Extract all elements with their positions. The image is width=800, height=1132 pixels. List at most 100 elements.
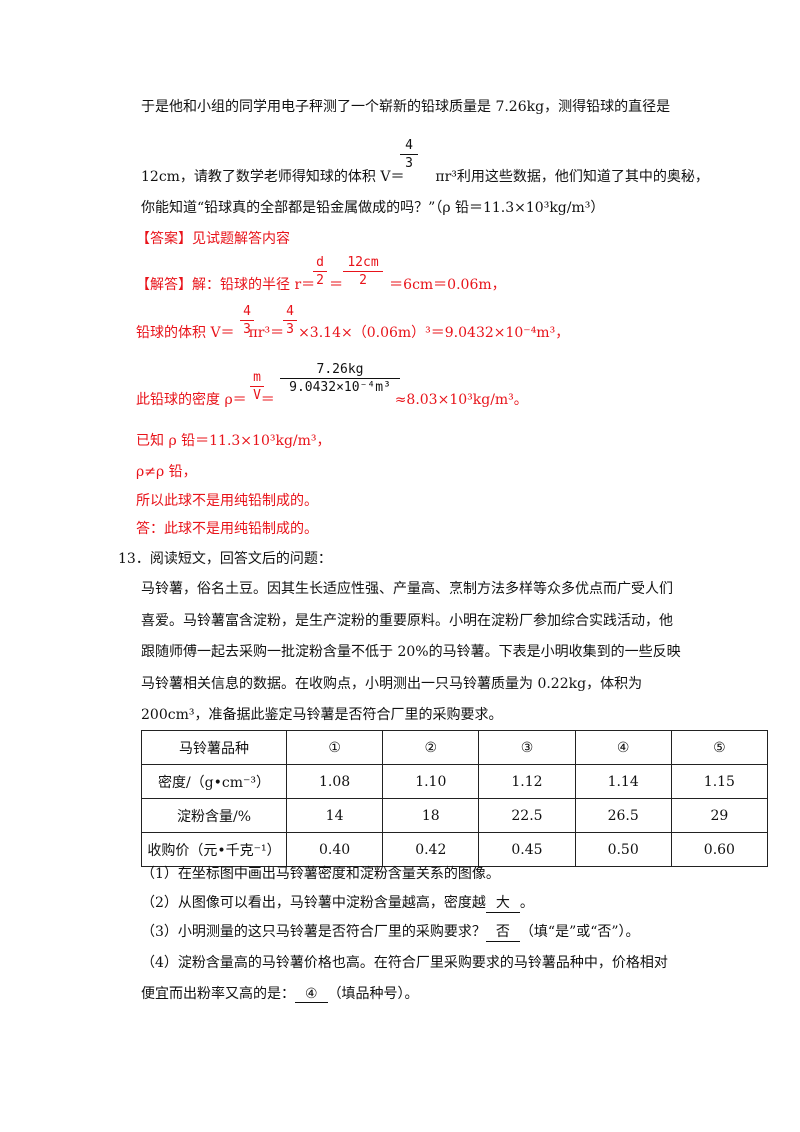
sub-question-2-text: （2）从图像可以看出，马铃薯中淀粉含量越高，密度越 — [141, 895, 486, 911]
density-result: ≈8.03×10³kg/m³。 — [394, 392, 528, 408]
fraction-denominator: 2 — [316, 273, 324, 288]
radius-fraction-12cm-over-2: 12cm 2 — [343, 255, 383, 288]
solution-tag: 【解答】 — [136, 277, 192, 293]
table-cell: 22.5 — [478, 798, 576, 833]
table-cell: 1.08 — [285, 764, 384, 799]
fraction-numerator: 7.26kg — [316, 362, 364, 377]
fraction-bar — [250, 386, 264, 387]
known-density-line: 已知 ρ 铅＝11.3×10³kg/m³， — [136, 433, 331, 449]
fraction-denominator: 3 — [405, 156, 413, 171]
table-cell: 14 — [285, 798, 384, 833]
answer-line: 【答案】见试题解答内容 — [136, 228, 290, 248]
table-row: 收购价（元•千克⁻¹） 0.40 0.42 0.45 0.50 0.60 — [141, 832, 769, 867]
table-cell: ④ — [574, 730, 672, 765]
density-text: 此铅球的密度 ρ＝ — [136, 392, 247, 408]
sub-question-4-end: （填品种号）。 — [327, 986, 419, 1002]
fraction-numerator: 4 — [243, 304, 251, 319]
answer-blank: 大 — [485, 892, 520, 913]
fraction-denominator: 9.0432×10⁻⁴m³ — [289, 380, 391, 395]
table-cell: ① — [285, 730, 384, 765]
table-cell: 密度/（g•cm⁻³） — [141, 764, 287, 799]
fraction-numerator: 4 — [286, 304, 294, 319]
volume-fraction: 4 3 — [400, 138, 418, 171]
question-13-paragraph-line: 200cm³，准备据此鉴定马铃薯是否符合厂里的采购要求。 — [141, 707, 503, 723]
conclusion-line: 所以此球不是用纯铅制成的。 — [136, 493, 318, 509]
table-cell: 0.60 — [670, 832, 769, 867]
radius-fraction-d-over-2: d 2 — [313, 255, 327, 288]
fraction-numerator: 12cm — [347, 255, 379, 270]
sub-question-4-line-1: （4）淀粉含量高的马铃薯价格也高。在符合厂里采购要求的马铃薯品种中，价格相对 — [141, 955, 668, 971]
answer-tag: 【答案】 — [136, 231, 192, 247]
question-13-paragraph-line: 马铃薯，俗名土豆。因其生长适应性强、产量高、烹制方法多样等众多优点而广受人们 — [141, 581, 673, 597]
fraction-numerator: d — [316, 255, 324, 270]
sub-question-4-line-2: 便宜而出粉率又高的是：④（填品种号）。 — [141, 983, 419, 1003]
fraction-bar — [283, 320, 297, 321]
table-cell: ③ — [478, 730, 576, 765]
density-fraction-values: 7.26kg 9.0432×10⁻⁴m³ — [280, 362, 400, 395]
table-cell: 0.45 — [478, 832, 576, 867]
question-13-paragraph-line: 喜爱。马铃薯富含淀粉，是生产淀粉的重要原料。小明在淀粉厂参加综合实践活动，他 — [141, 613, 673, 629]
fraction-bar — [400, 154, 418, 155]
problem-line-2-text: 12cm，请教了数学老师得知球的体积 V＝ — [141, 169, 405, 185]
question-13-title: 13．阅读短文，回答文后的问题： — [118, 551, 332, 567]
radius-result: ＝6cm＝0.06m， — [389, 277, 506, 293]
equals-sign: ＝ — [260, 392, 275, 408]
problem-line-2-text-end: πr³利用这些数据，他们知道了其中的奥秘， — [435, 169, 709, 185]
fraction-bar — [343, 271, 383, 272]
problem-line-2: 12cm，请教了数学老师得知球的体积 V＝ πr³利用这些数据，他们知道了其中的… — [141, 166, 709, 186]
table-cell: 26.5 — [574, 798, 672, 833]
volume-fraction-a: 4 3 — [240, 304, 254, 337]
table-header-row: 马铃薯品种 ① ② ③ ④ ⑤ — [141, 730, 769, 765]
table-cell: 18 — [382, 798, 480, 833]
fraction-numerator: 4 — [405, 138, 413, 153]
table-cell: 淀粉含量/% — [141, 798, 287, 833]
problem-line-1: 于是他和小组的同学用电子秤测了一个崭新的铅球质量是 7.26kg，测得铅球的直径… — [141, 99, 671, 115]
table-cell: 1.14 — [574, 764, 672, 799]
fraction-denominator: V — [253, 388, 261, 403]
table-cell: 0.40 — [285, 832, 384, 867]
equals-sign: ＝ — [329, 277, 344, 293]
density-fraction-m-over-v: m V — [250, 370, 264, 403]
sub-question-3-text: （3）小明测量的这只马铃薯是否符合厂里的采购要求？ — [141, 924, 486, 940]
answer-blank: ④ — [295, 986, 328, 1003]
sub-question-2-end: 。 — [519, 895, 534, 911]
volume-result: ×3.14×（0.06m）³＝9.0432×10⁻⁴m³， — [298, 325, 570, 341]
fraction-denominator: 3 — [286, 322, 294, 337]
table-cell: 收购价（元•千克⁻¹） — [141, 832, 287, 867]
question-13-paragraph-line: 马铃薯相关信息的数据。在收购点，小明测出一只马铃薯质量为 0.22kg，体积为 — [141, 676, 643, 692]
table-cell: 0.50 — [574, 832, 672, 867]
table-cell: 1.10 — [382, 764, 480, 799]
volume-text: 铅球的体积 V＝ — [136, 325, 235, 341]
fraction-numerator: m — [253, 370, 261, 385]
table-row: 密度/（g•cm⁻³） 1.08 1.10 1.12 1.14 1.15 — [141, 764, 769, 799]
volume-fraction-b: 4 3 — [283, 304, 297, 337]
table-cell: 1.15 — [670, 764, 769, 799]
problem-line-3: 你能知道“铅球真的全部都是铅金属做成的吗？”（ρ 铅＝11.3×10³kg/m³… — [141, 200, 605, 216]
fraction-bar — [313, 271, 327, 272]
table-cell: 0.42 — [382, 832, 480, 867]
sub-question-4-text: 便宜而出粉率又高的是： — [141, 986, 295, 1002]
not-equal-line: ρ≠ρ 铅， — [136, 464, 197, 480]
radius-text: 解：铅球的半径 r＝ — [192, 277, 316, 293]
answer-text: 见试题解答内容 — [192, 231, 290, 247]
final-answer-line: 答：此球不是用纯铅制成的。 — [136, 521, 318, 537]
table-row: 淀粉含量/% 14 18 22.5 26.5 29 — [141, 798, 769, 833]
solution-radius-line: 【解答】解：铅球的半径 r＝ ＝ ＝6cm＝0.06m， — [136, 274, 506, 294]
sub-question-2: （2）从图像可以看出，马铃薯中淀粉含量越高，密度越大。 — [141, 892, 534, 913]
table-cell: 29 — [670, 798, 769, 833]
sub-question-3: （3）小明测量的这只马铃薯是否符合厂里的采购要求？否（填“是”或“否”）。 — [141, 921, 640, 942]
sub-question-1: （1）在坐标图中画出马铃薯密度和淀粉含量关系的图像。 — [141, 866, 500, 882]
volume-mid: πr³＝ — [248, 325, 285, 341]
table-cell: 1.12 — [478, 764, 576, 799]
fraction-bar — [240, 320, 254, 321]
table-cell: ⑤ — [670, 730, 769, 765]
potato-data-table: 马铃薯品种 ① ② ③ ④ ⑤ 密度/（g•cm⁻³） 1.08 1.10 1.… — [141, 730, 769, 867]
table-cell: ② — [382, 730, 480, 765]
fraction-denominator: 2 — [359, 273, 367, 288]
sub-question-3-end: （填“是”或“否”）。 — [519, 924, 640, 940]
fraction-denominator: 3 — [243, 322, 251, 337]
table-cell: 马铃薯品种 — [141, 730, 287, 765]
fraction-bar — [280, 378, 400, 379]
solution-volume-line: 铅球的体积 V＝ πr³＝ ×3.14×（0.06m）³＝9.0432×10⁻⁴m³… — [136, 322, 569, 342]
solution-density-line: 此铅球的密度 ρ＝ ＝ ≈8.03×10³kg/m³。 — [136, 389, 528, 409]
